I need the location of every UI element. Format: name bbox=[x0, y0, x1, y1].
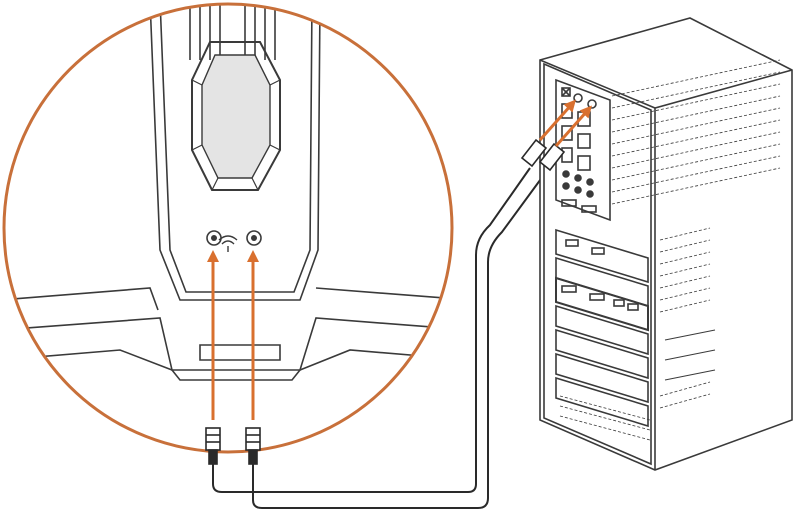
cable-left bbox=[212, 167, 531, 493]
monitor-stand-column bbox=[149, 4, 321, 301]
arrow-pc-right bbox=[554, 105, 592, 147]
antenna-connectors-monitor bbox=[205, 427, 261, 465]
vent-grid-middle bbox=[659, 227, 711, 313]
vent-grid-upper bbox=[611, 59, 781, 205]
vent-grid-lower bbox=[559, 381, 711, 441]
insertion-arrows-pc bbox=[538, 99, 592, 147]
wifi-symbol-icon bbox=[218, 235, 238, 252]
cable-right bbox=[252, 171, 547, 509]
insertion-arrows-monitor bbox=[207, 250, 259, 420]
antenna-port-panel bbox=[206, 230, 262, 246]
antenna-cables bbox=[212, 167, 547, 509]
pc-tower bbox=[539, 17, 793, 471]
zoom-circle-outline bbox=[2, 2, 454, 454]
expansion-slots bbox=[555, 228, 649, 428]
hexagon-emblem bbox=[191, 41, 281, 191]
arrow-pc-left bbox=[538, 99, 576, 141]
side-panel-lines bbox=[664, 329, 716, 381]
antenna-connectors-pc bbox=[520, 138, 566, 172]
io-shield bbox=[555, 78, 611, 222]
zoom-circle bbox=[2, 2, 454, 454]
